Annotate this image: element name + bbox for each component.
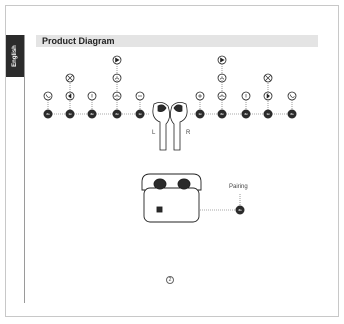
- left-badges: [43, 109, 145, 119]
- badge-label: 1x: [266, 112, 270, 116]
- badge-label: 3x: [244, 112, 248, 116]
- badge: [112, 109, 122, 119]
- pairing-badge-label: 3s: [238, 208, 242, 212]
- section-title-bar: Product Diagram: [36, 35, 318, 47]
- right-icons: [195, 55, 297, 101]
- right-earbud: [170, 102, 188, 151]
- right-earbud-label: R: [186, 130, 191, 136]
- previous-track-icon: [65, 91, 75, 101]
- badge-label: 2s: [46, 112, 50, 116]
- charging-case: [141, 173, 202, 223]
- icon-glyphs: [45, 57, 295, 99]
- badge-label: 2x: [220, 112, 224, 116]
- voice-assistant-icon: [87, 91, 97, 101]
- badge-label: 2x: [115, 112, 119, 116]
- right-badge-labels: 1x 2x 3x 1x 2s: [198, 112, 294, 116]
- badge: [135, 109, 145, 119]
- phone-hangup-icon: [112, 91, 122, 101]
- phone-incoming-icon: [43, 91, 53, 101]
- badge: [241, 109, 251, 119]
- page-number: 2: [166, 276, 174, 284]
- volume-down-icon: [135, 91, 145, 101]
- answer-call-icon: [217, 73, 227, 83]
- right-badges: [195, 109, 297, 119]
- voice-assistant-icon: [241, 91, 251, 101]
- language-tab: English: [6, 35, 24, 77]
- play-pause-icon: [112, 55, 122, 65]
- decline-call-icon: [263, 73, 273, 83]
- badge: [263, 109, 273, 119]
- phone-incoming-icon: [287, 91, 297, 101]
- badge-label: 3x: [90, 112, 94, 116]
- badge-label: 1x: [68, 112, 72, 116]
- pairing-badge: [235, 205, 245, 215]
- phone-hangup-icon: [217, 91, 227, 101]
- margin-rule: [24, 35, 25, 303]
- badge: [217, 109, 227, 119]
- left-earbud-label: L: [152, 130, 156, 136]
- left-icons: [43, 55, 145, 101]
- badge-label: 1x: [138, 112, 142, 116]
- left-earbud: [152, 102, 170, 151]
- decline-call-icon: [65, 73, 75, 83]
- pairing-label: Pairing: [229, 184, 248, 190]
- answer-call-icon: [112, 73, 122, 83]
- badge: [195, 109, 205, 119]
- badge: [287, 109, 297, 119]
- badge-label: 2s: [290, 112, 294, 116]
- play-pause-icon: [217, 55, 227, 65]
- badge-label: 1x: [198, 112, 202, 116]
- volume-up-icon: [195, 91, 205, 101]
- left-badge-labels: 2s 1x 3x 2x 1x: [46, 112, 142, 116]
- page-frame: [5, 5, 339, 317]
- badge: [43, 109, 53, 119]
- badge: [87, 109, 97, 119]
- next-track-icon: [263, 91, 273, 101]
- section-title: Product Diagram: [42, 36, 115, 46]
- badge: [65, 109, 75, 119]
